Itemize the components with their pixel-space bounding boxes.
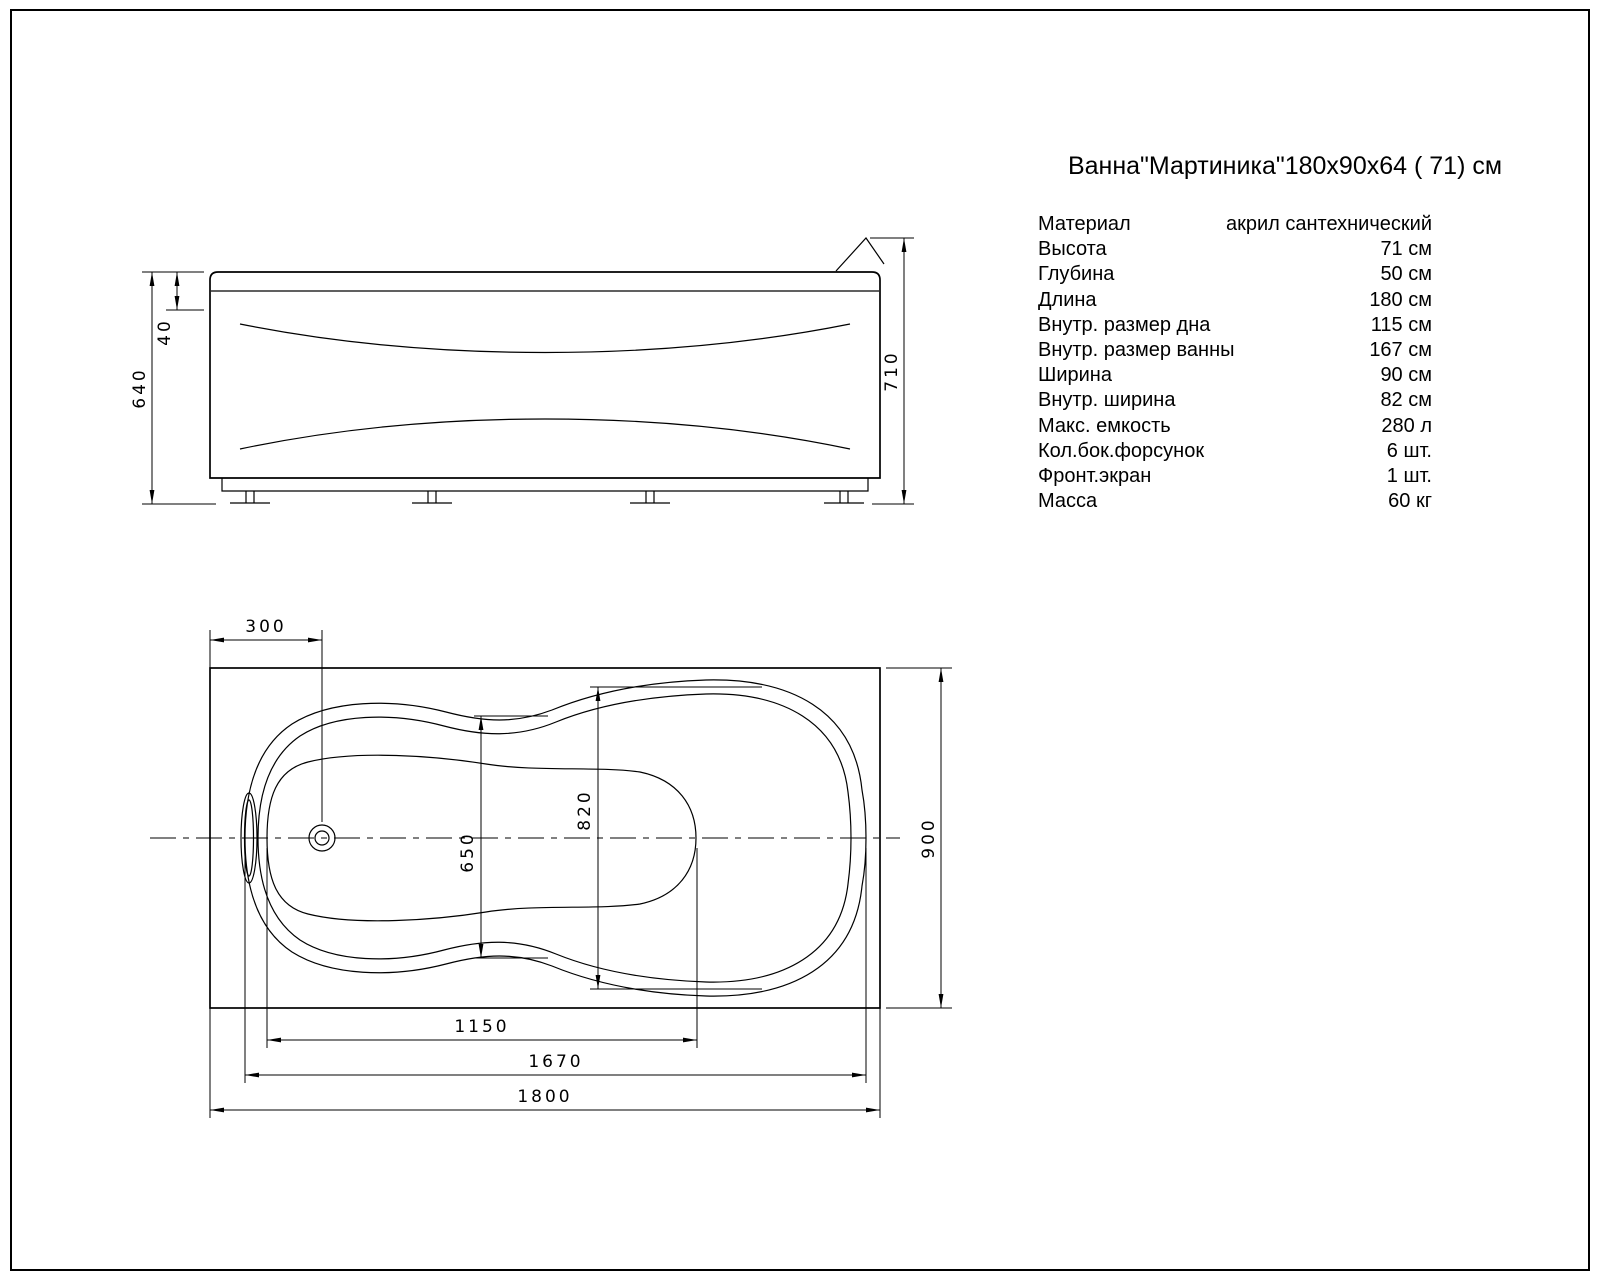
dim-label-900: 900 xyxy=(919,817,939,858)
spec-row-material: Материал акрил сантехнический xyxy=(1038,212,1432,237)
dim-label-40: 40 xyxy=(155,318,175,346)
drain-inner-circle xyxy=(314,830,330,846)
spec-label: Глубина xyxy=(1038,263,1115,286)
dim-label-1670: 1670 xyxy=(528,1052,583,1072)
dim-plan-bottom-length-1150: 1150 xyxy=(266,848,698,1048)
spec-table: Материал акрил сантехнический Высота 71 … xyxy=(1038,212,1432,514)
spec-row-mass: Масса 60 кг xyxy=(1038,489,1432,514)
dim-front-rim-40: 40 xyxy=(155,272,204,346)
dim-front-height-640: 640 xyxy=(130,271,216,505)
spec-label: Кол.бок.форсунок xyxy=(1038,439,1205,462)
spec-row-height: Высота 71 см xyxy=(1038,237,1432,262)
dim-label-820: 820 xyxy=(575,789,595,830)
dim-label-300: 300 xyxy=(245,617,286,637)
spec-value: 6 шт. xyxy=(1386,439,1432,462)
spec-label: Внутр. размер дна xyxy=(1038,313,1211,336)
spec-value: 180 см xyxy=(1369,288,1432,311)
spec-label: Фронт.экран xyxy=(1038,465,1152,488)
dim-plan-drain-offset-300: 300 xyxy=(209,617,323,822)
spec-row-inner-size: Внутр. размер ванны 167 см xyxy=(1038,338,1432,363)
spec-row-depth: Глубина 50 см xyxy=(1038,262,1432,287)
spec-label: Внутр. размер ванны xyxy=(1038,339,1235,362)
spec-row-length: Длина 180 см xyxy=(1038,288,1432,313)
dim-label-1800: 1800 xyxy=(517,1087,572,1107)
dim-label-650: 650 xyxy=(458,831,478,872)
plan-view: 300 900 820 650 xyxy=(150,617,952,1118)
spec-value: 280 л xyxy=(1381,414,1432,437)
spec-value: 50 см xyxy=(1380,263,1432,286)
spec-row-front-panel: Фронт.экран 1 шт. xyxy=(1038,464,1432,489)
spec-value: 1 шт. xyxy=(1386,465,1432,488)
technical-drawing: 640 40 710 xyxy=(130,237,952,1118)
spec-label: Высота xyxy=(1038,238,1107,261)
spec-row-width: Ширина 90 см xyxy=(1038,363,1432,388)
tub-feet xyxy=(230,491,864,504)
spec-label: Ширина xyxy=(1038,364,1112,387)
dim-label-640: 640 xyxy=(130,367,150,408)
tub-front-outline xyxy=(209,271,881,479)
spec-value: акрил сантехнический xyxy=(1225,213,1432,235)
dim-plan-length-1800: 1800 xyxy=(209,1008,881,1118)
spec-value: 90 см xyxy=(1380,364,1432,387)
spec-row-capacity: Макс. емкость 280 л xyxy=(1038,414,1432,439)
base-skirt xyxy=(221,478,869,492)
spec-row-jets: Кол.бок.форсунок 6 шт. xyxy=(1038,439,1432,464)
spec-label: Макс. емкость xyxy=(1038,414,1171,437)
panel-lower-curve xyxy=(239,418,851,450)
tub-floor-contour xyxy=(266,754,697,922)
spec-value: 71 см xyxy=(1380,238,1432,261)
spec-label: Длина xyxy=(1038,288,1097,311)
spec-label: Масса xyxy=(1038,490,1098,513)
spec-label: Материал xyxy=(1038,213,1131,235)
dim-label-1150: 1150 xyxy=(454,1017,509,1037)
dim-plan-bottom-width-650: 650 xyxy=(458,715,548,959)
spec-label: Внутр. ширина xyxy=(1038,389,1176,412)
drawing-title: Ванна"Мартиника"180x90x64 ( 71) см xyxy=(1067,152,1503,180)
spec-row-bottom-size: Внутр. размер дна 115 см xyxy=(1038,313,1432,338)
spec-value: 115 см xyxy=(1370,313,1432,336)
dim-plan-inner-length-1670: 1670 xyxy=(244,848,867,1083)
spec-value: 167 см xyxy=(1369,339,1432,362)
spec-row-inner-width: Внутр. ширина 82 см xyxy=(1038,388,1432,413)
dim-label-710: 710 xyxy=(882,350,902,391)
headrest-wedge xyxy=(835,237,885,272)
spec-value: 82 см xyxy=(1380,389,1432,412)
spec-value: 60 кг xyxy=(1388,490,1432,513)
front-elevation-view: 640 40 710 xyxy=(130,237,914,505)
dim-plan-inner-width-820: 820 xyxy=(575,686,762,990)
panel-upper-curve xyxy=(239,323,851,354)
dim-plan-width-900: 900 xyxy=(886,667,952,1009)
dim-front-total-710: 710 xyxy=(870,237,914,505)
